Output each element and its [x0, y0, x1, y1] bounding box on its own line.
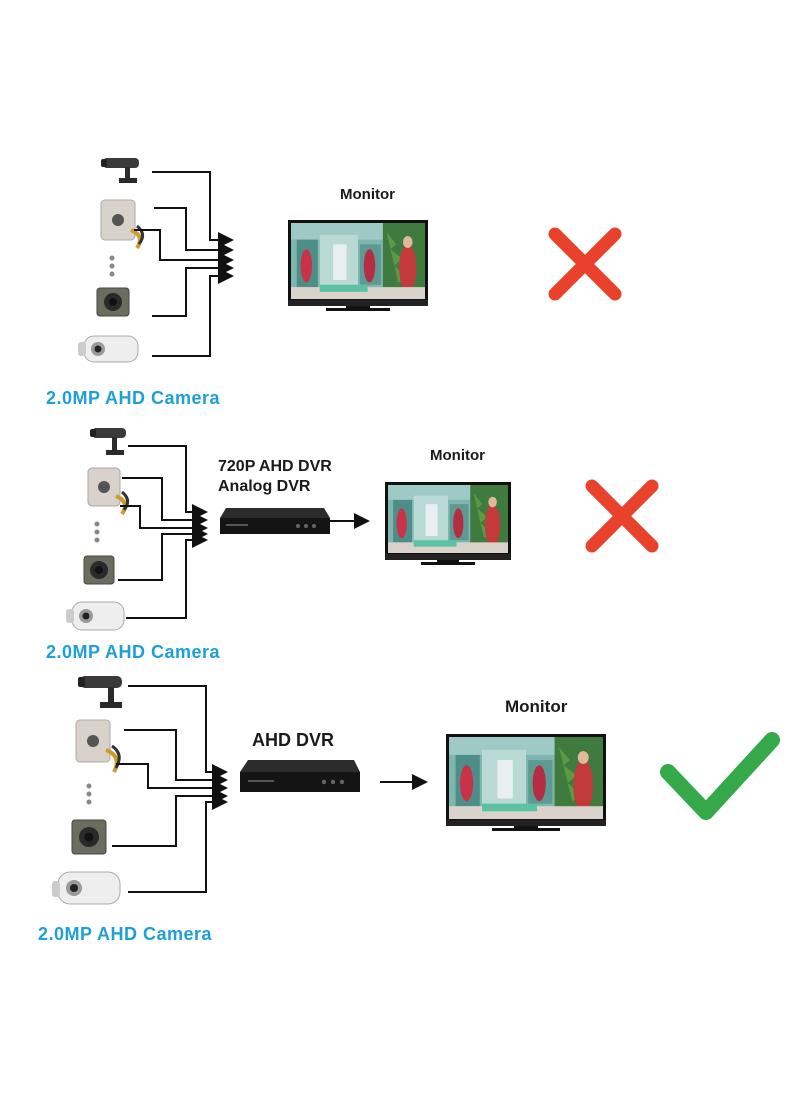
dvr-label-line-2: Analog DVR — [218, 478, 311, 495]
check-icon — [660, 732, 780, 820]
pir-camera-icon — [75, 719, 121, 773]
dvr-icon — [240, 760, 360, 792]
more-cameras-dots-icon — [86, 783, 92, 805]
camera-label: 2.0MP AHD Camera — [38, 924, 213, 944]
pir-camera-icon — [87, 467, 129, 516]
dvr-label-line-1: 720P AHD DVR — [218, 458, 332, 475]
panel-1 — [78, 158, 615, 363]
board-camera-icon — [96, 287, 130, 317]
camera-label: 2.0MP AHD Camera — [46, 388, 221, 408]
dvr-icon — [220, 508, 330, 534]
monitor-icon — [288, 220, 428, 311]
monitor-label: Monitor — [505, 697, 568, 716]
camera-wires — [118, 445, 208, 619]
monitor-icon — [385, 482, 511, 565]
board-camera-icon — [71, 819, 107, 855]
panel-2 — [66, 428, 652, 631]
more-cameras-dots-icon — [94, 521, 100, 543]
bullet-camera-icon — [101, 158, 139, 183]
monitor-label: Monitor — [340, 186, 395, 203]
cross-icon — [592, 486, 652, 546]
camera-wires — [134, 171, 234, 357]
box-camera-icon — [52, 871, 121, 905]
box-camera-icon — [66, 601, 125, 631]
camera-label: 2.0MP AHD Camera — [46, 642, 221, 662]
dvr-label-line-1: AHD DVR — [252, 730, 335, 750]
monitor-icon — [446, 734, 606, 831]
monitor-label: Monitor — [430, 447, 485, 464]
pir-camera-icon — [100, 199, 144, 250]
board-camera-icon — [83, 555, 115, 585]
camera-wires — [112, 685, 228, 893]
cross-icon — [555, 234, 615, 294]
more-cameras-dots-icon — [109, 255, 115, 277]
bullet-camera-icon — [90, 428, 126, 455]
panel-3 — [52, 676, 780, 905]
bullet-camera-icon — [78, 676, 122, 708]
box-camera-icon — [78, 335, 139, 363]
